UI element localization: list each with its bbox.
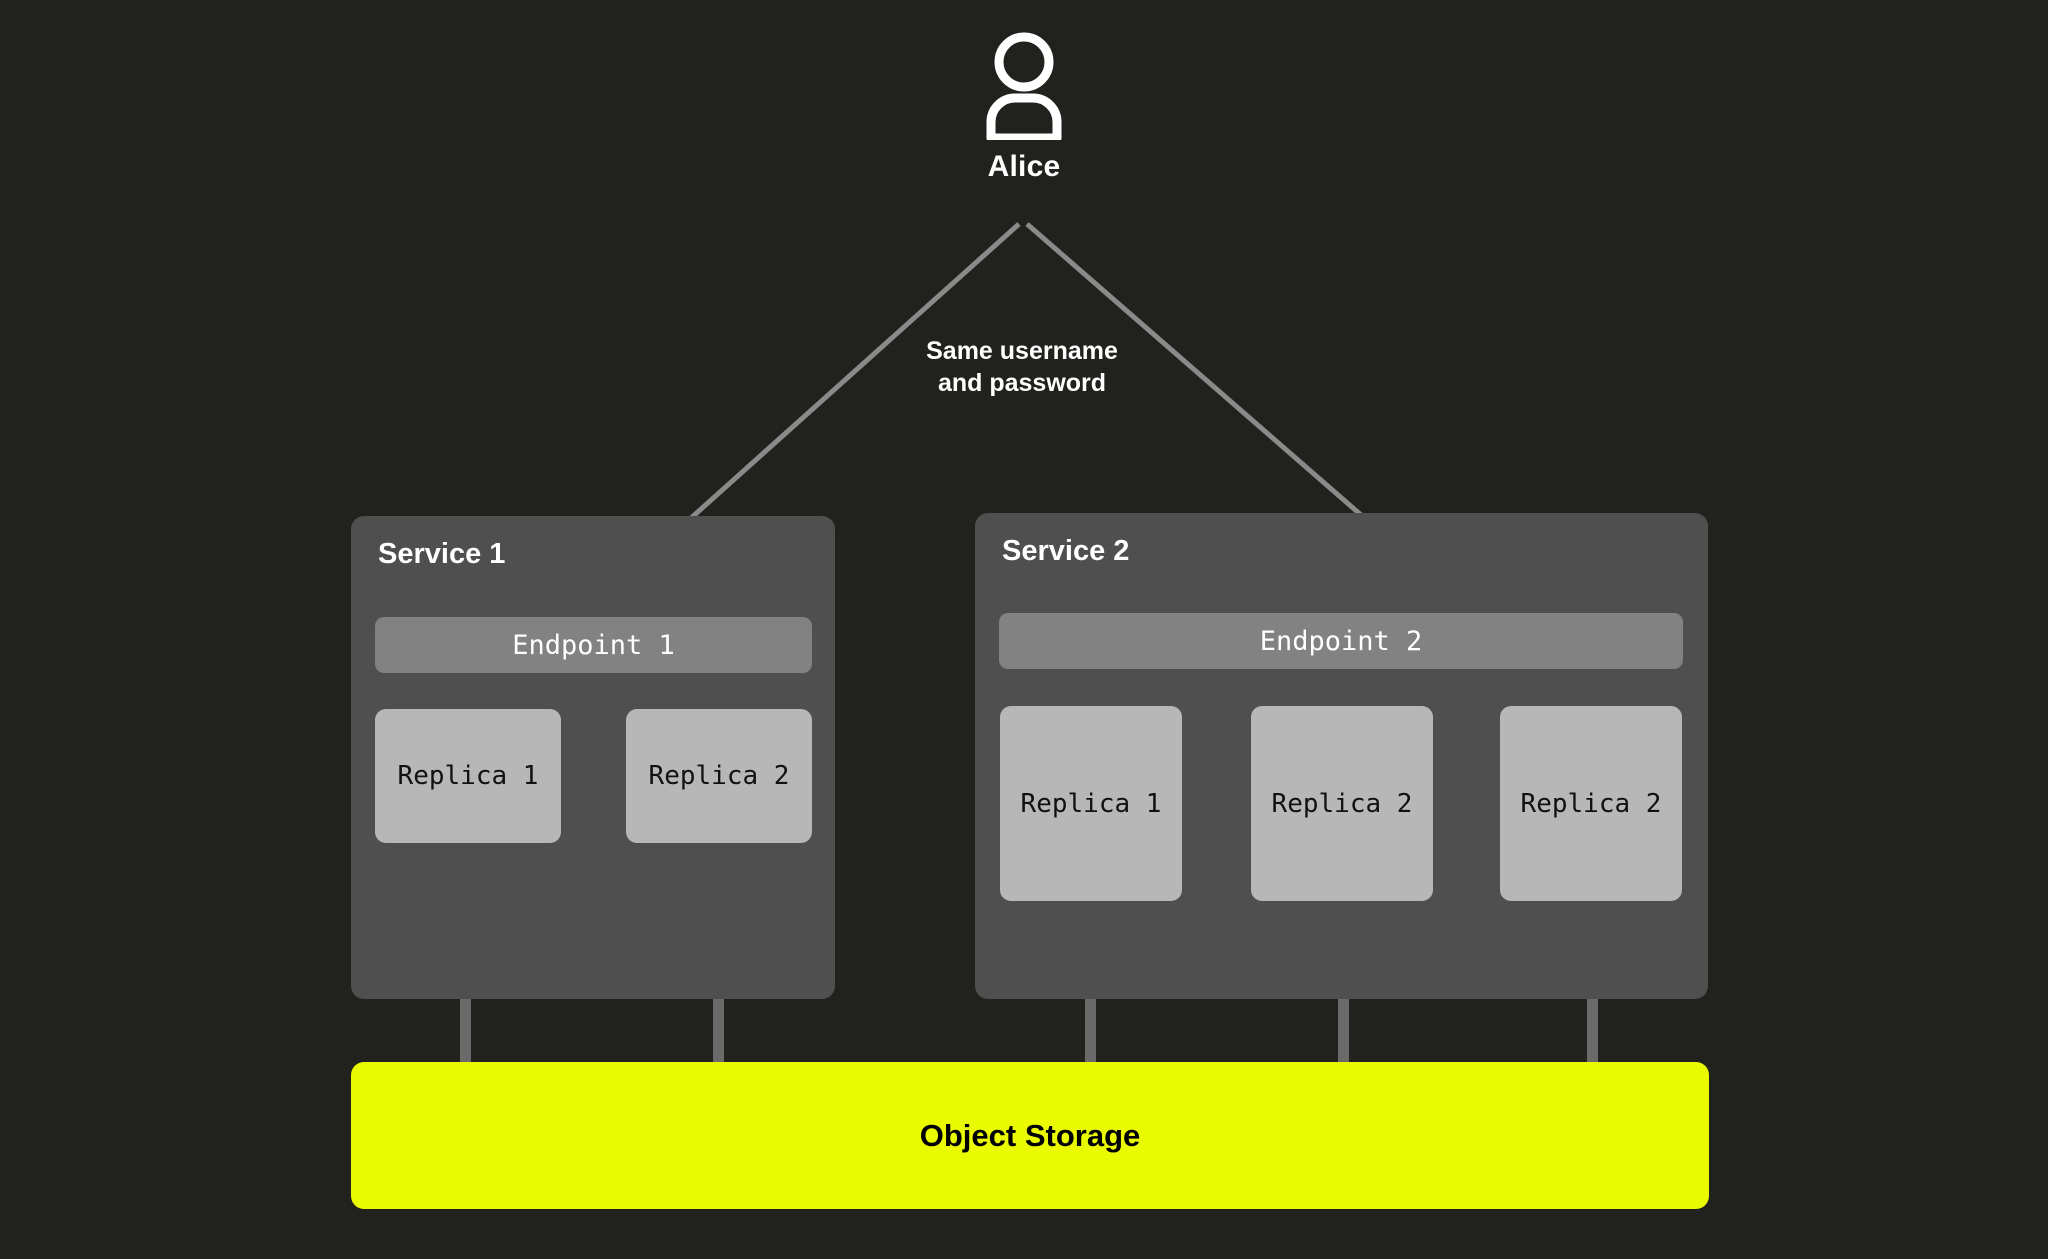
endpoint-1[interactable]: Endpoint 1 <box>375 617 812 673</box>
service-2-title: Service 2 <box>1002 535 1130 567</box>
object-storage-bar[interactable]: Object Storage <box>351 1062 1709 1209</box>
service-card-2[interactable]: Service 2 Endpoint 2 Replica 1 Replica 2… <box>975 513 1708 999</box>
annotation-line-2: and password <box>937 369 1107 397</box>
service-2-replica-2[interactable]: Replica 2 <box>1251 706 1433 901</box>
service-1-replica-2[interactable]: Replica 2 <box>626 709 812 843</box>
service-2-replica-1[interactable]: Replica 1 <box>1000 706 1182 901</box>
actor-alice: Alice <box>0 30 2048 184</box>
service-card-1[interactable]: Service 1 Endpoint 1 Replica 1 Replica 2 <box>351 516 835 999</box>
service-1-title: Service 1 <box>378 538 506 570</box>
endpoint-2[interactable]: Endpoint 2 <box>999 613 1683 669</box>
annotation-line-1: Same username <box>926 337 1118 365</box>
user-person-icon <box>986 32 1062 140</box>
annotation-same-credentials: Same username and password <box>794 335 1250 399</box>
service-1-replica-1[interactable]: Replica 1 <box>375 709 561 843</box>
actor-label: Alice <box>987 150 1061 183</box>
service-2-replica-3[interactable]: Replica 2 <box>1500 706 1682 901</box>
